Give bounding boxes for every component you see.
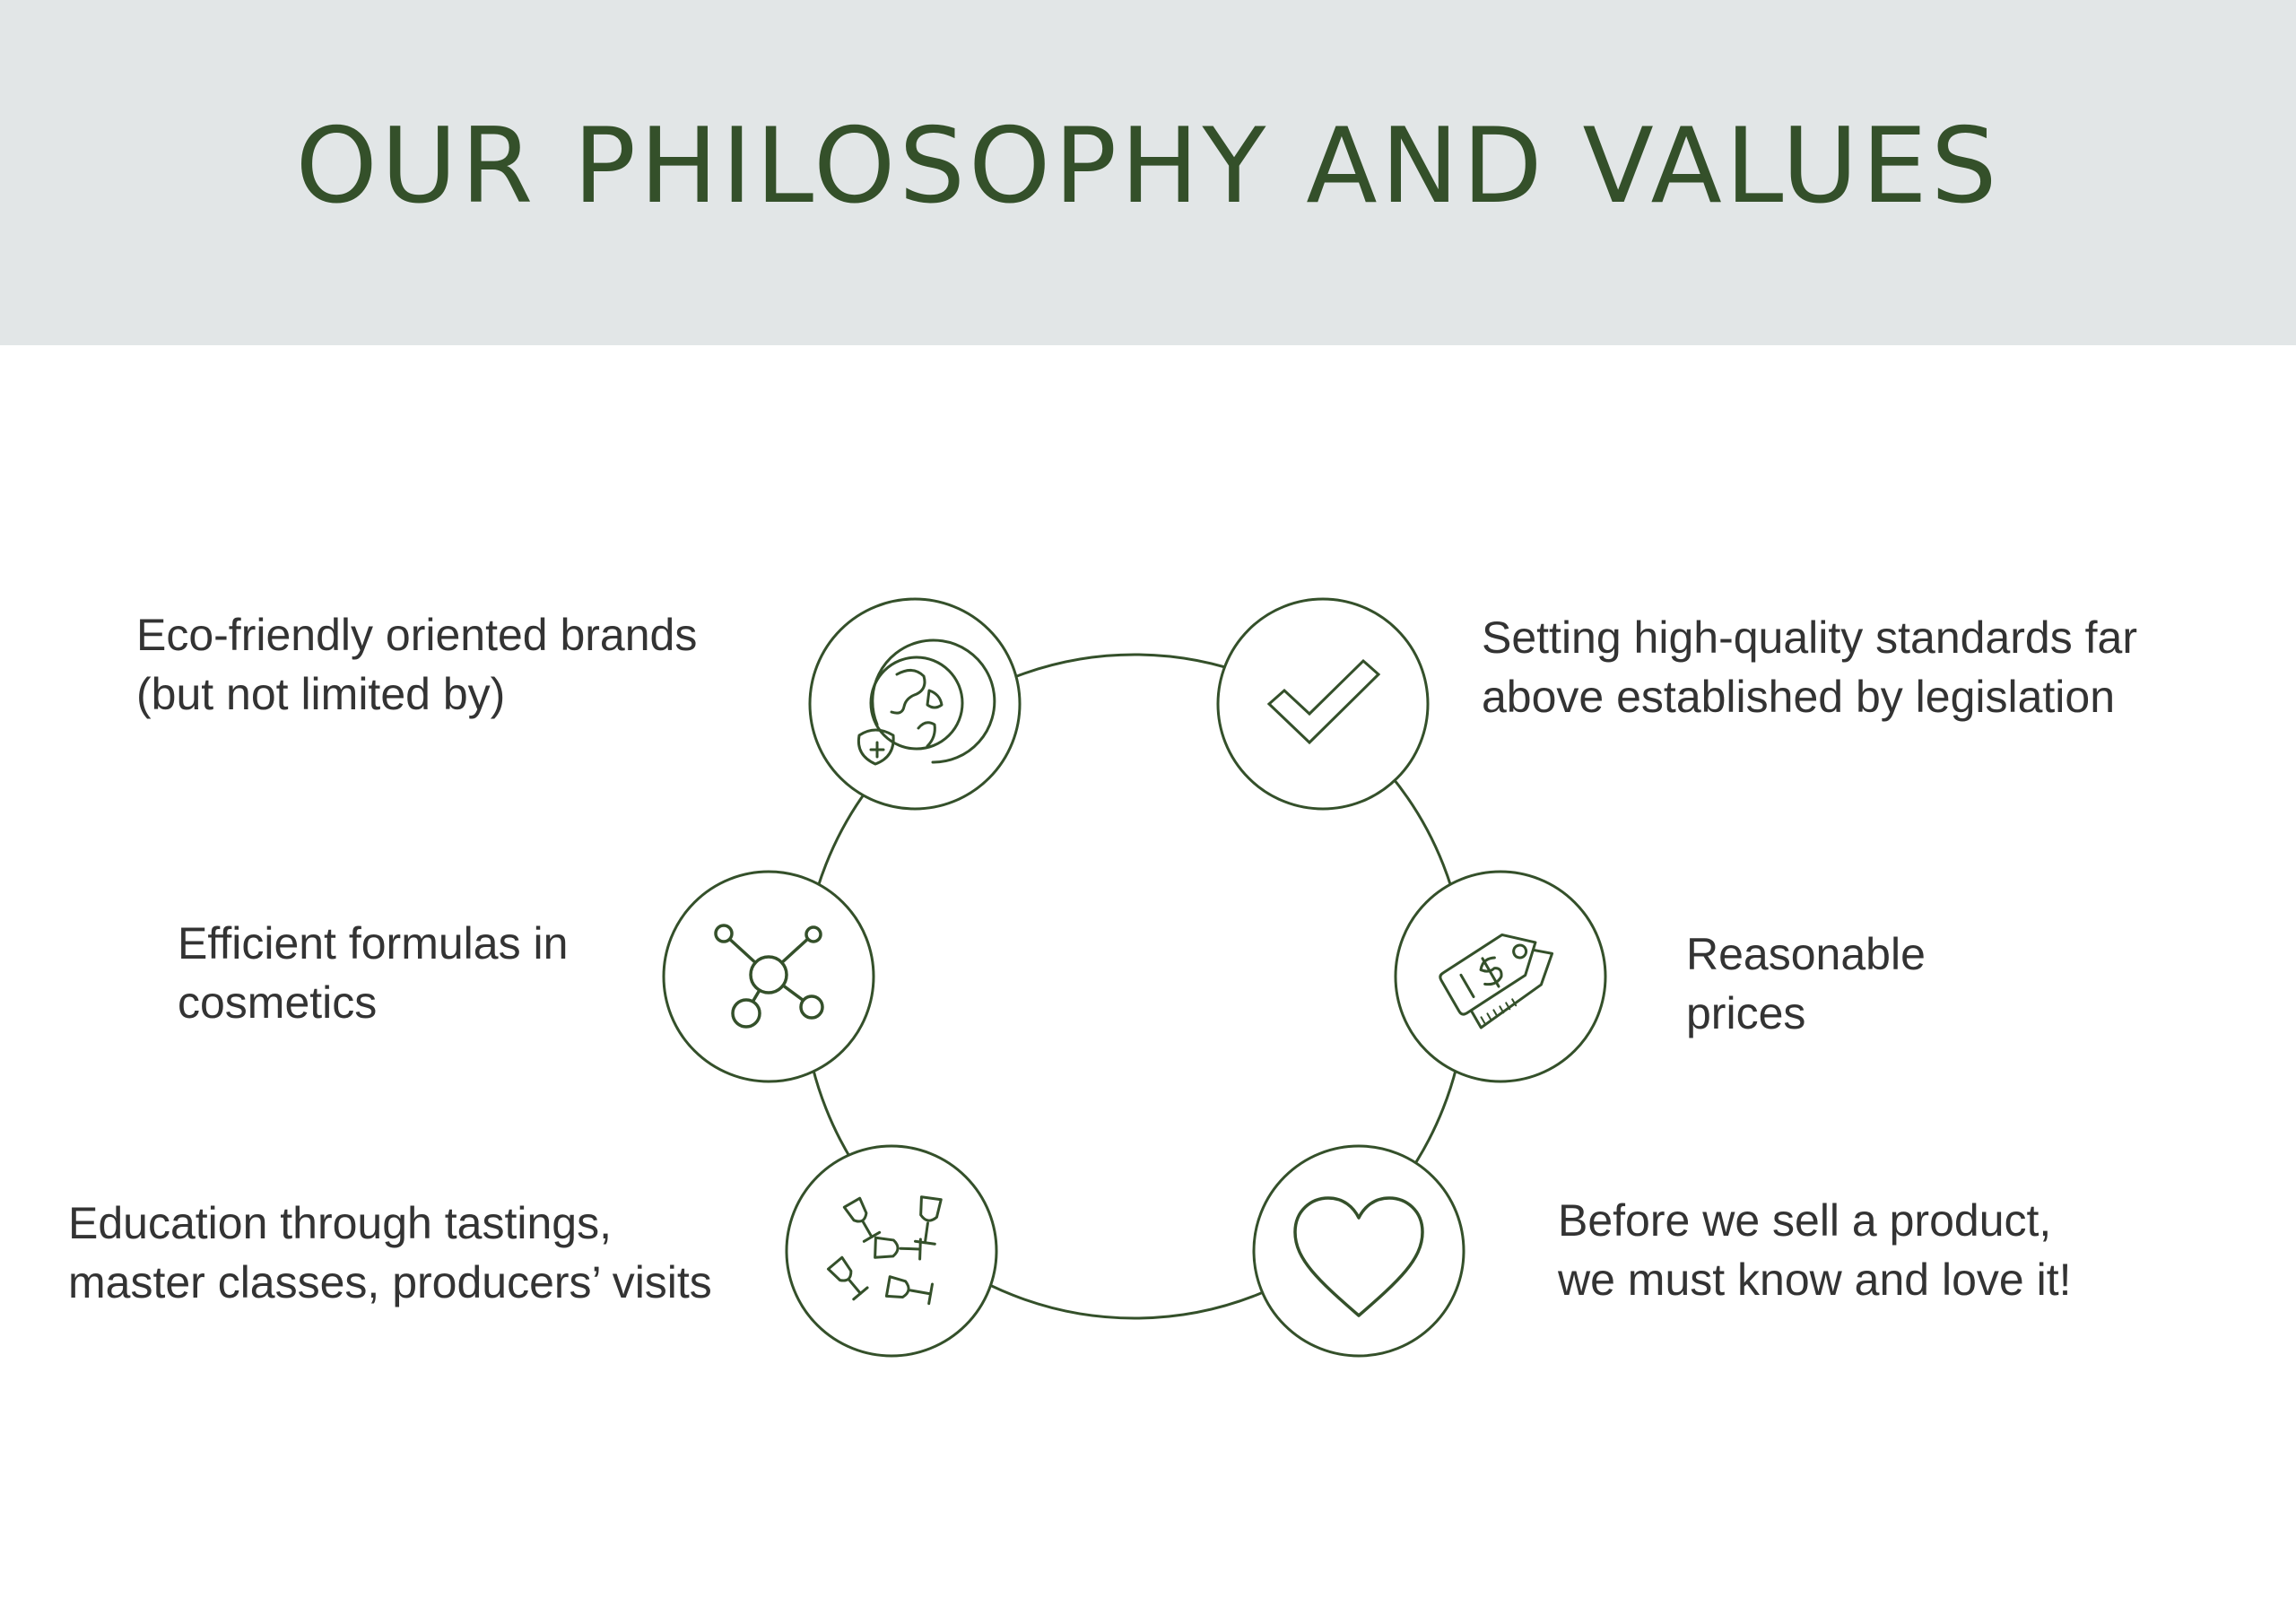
value-label-line: master classes, producers’ visits xyxy=(68,1257,712,1307)
value-node-prices xyxy=(1394,870,1607,1083)
value-label-line: Eco-friendly oriented brands xyxy=(136,610,698,660)
value-label-eco: Eco-friendly oriented brands (but not li… xyxy=(136,605,697,724)
value-node-love xyxy=(1252,1144,1465,1358)
wine-glasses-icon xyxy=(826,1195,943,1306)
value-node-quality xyxy=(1216,597,1430,811)
value-node-education xyxy=(785,1144,998,1358)
page-title: OUR PHILOSOPHY AND VALUES xyxy=(295,106,2001,227)
header-band xyxy=(0,0,2296,345)
heart-icon xyxy=(1293,1196,1424,1317)
value-label-line: Reasonable xyxy=(1686,929,1926,979)
value-label-formulas: Efficient formulas in cosmetics xyxy=(178,914,568,1032)
value-label-line: we must know and love it! xyxy=(1558,1255,2072,1305)
value-label-line: Efficient formulas in xyxy=(178,918,569,968)
molecule-icon xyxy=(714,924,824,1029)
value-label-line: above established by legislation xyxy=(1482,672,2116,722)
value-label-quality: Setting high-quality standards far above… xyxy=(1482,608,2137,726)
value-label-education: Education through tastings, master class… xyxy=(68,1194,712,1312)
value-node-eco xyxy=(808,597,1022,811)
globe-leaf-icon xyxy=(857,638,996,766)
value-label-line: cosmetics xyxy=(178,977,378,1028)
value-label-line: Education through tastings, xyxy=(68,1198,612,1248)
value-label-love: Before we sell a product, we must know a… xyxy=(1558,1191,2072,1309)
value-node-formulas xyxy=(662,870,875,1083)
value-label-line: Before we sell a product, xyxy=(1558,1195,2052,1246)
checkmark-icon xyxy=(1266,658,1381,745)
price-tag-icon xyxy=(1439,933,1554,1029)
value-label-line: prices xyxy=(1686,988,1806,1038)
value-label-prices: Reasonable prices xyxy=(1686,925,1926,1043)
value-label-line: Setting high-quality standards far xyxy=(1482,612,2137,663)
value-label-line: (but not limited by) xyxy=(136,669,506,719)
